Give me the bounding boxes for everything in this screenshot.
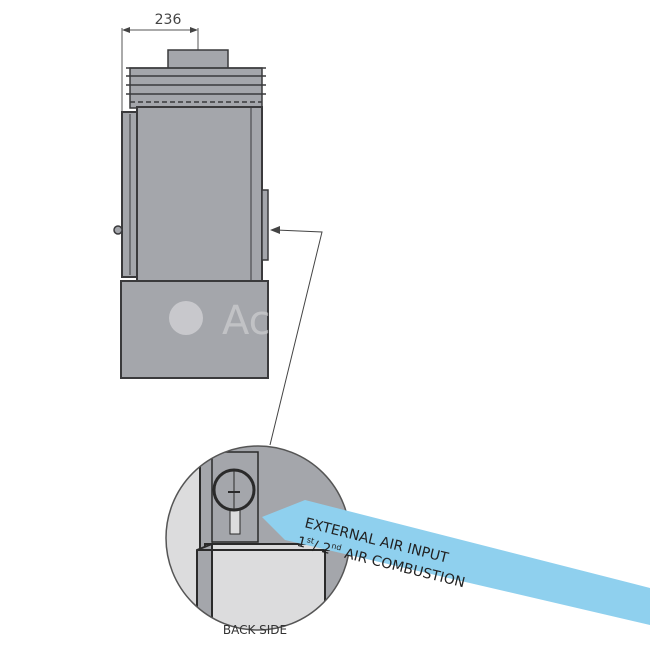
leader-line (269, 226, 323, 446)
door-handle (113, 225, 123, 235)
top-grill (126, 67, 266, 109)
dimension-236: 236 (121, 12, 199, 112)
svg-text:Ac: Ac (222, 298, 271, 344)
detail-label: BACK SIDE (223, 623, 287, 637)
dimension-label: 236 (155, 12, 182, 28)
air-inlet (261, 189, 269, 261)
stove-body (136, 106, 263, 283)
flue-collar (167, 49, 229, 71)
watermark: Ac (169, 298, 271, 344)
